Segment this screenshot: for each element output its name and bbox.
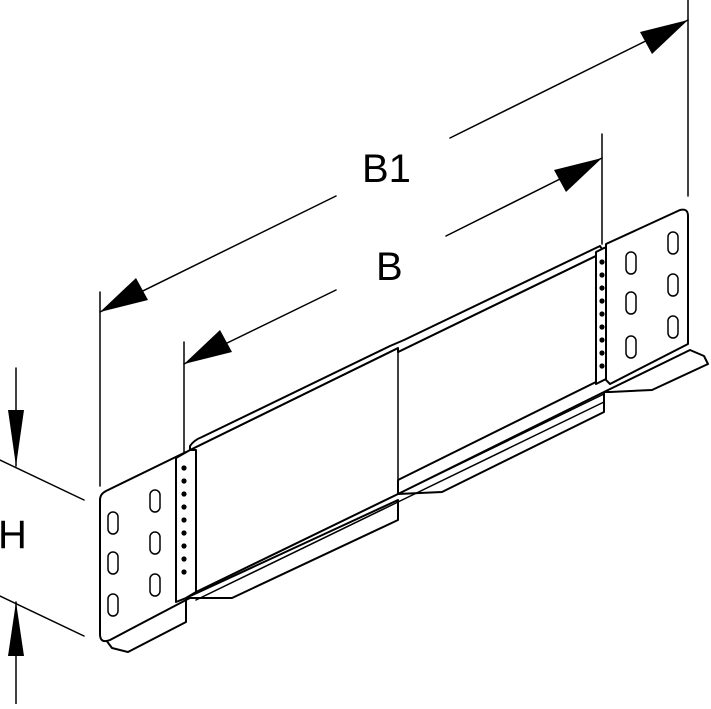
- perforation-hole: [181, 491, 187, 497]
- dimension-b: B: [183, 133, 603, 453]
- perforation-hole: [599, 337, 605, 343]
- perforation-hole: [181, 530, 187, 536]
- perforation-hole: [599, 259, 605, 265]
- perforation-hole: [599, 298, 605, 304]
- slot: [149, 489, 161, 513]
- perforation-hole: [599, 272, 605, 278]
- h-extension-line-bottom: [0, 595, 85, 637]
- right-plate-slots: [625, 231, 679, 359]
- b-arrow-right: [554, 158, 602, 192]
- slot: [625, 251, 637, 275]
- h-label: H: [0, 513, 27, 557]
- dimension-b1: B1: [99, 0, 689, 487]
- perforation-hole: [599, 311, 605, 317]
- left-end-plate: [99, 451, 187, 643]
- h-arrow-bottom: [8, 602, 24, 656]
- slot: [667, 315, 679, 339]
- b1-arrow-right: [640, 20, 688, 54]
- perforation-hole: [181, 556, 187, 562]
- slot: [149, 573, 161, 597]
- perforation-hole: [181, 478, 187, 484]
- slot: [149, 531, 161, 555]
- dimension-h: H: [0, 367, 85, 705]
- perforation-hole: [181, 465, 187, 471]
- slot: [625, 291, 637, 315]
- slot: [107, 551, 119, 575]
- left-inner-plate: [175, 449, 197, 603]
- perforation-hole: [181, 543, 187, 549]
- perforation-hole: [181, 504, 187, 510]
- perforation-hole: [599, 324, 605, 330]
- web-bottom-lip-2: [195, 401, 605, 601]
- perforation-hole: [599, 285, 605, 291]
- left-plate-slots: [107, 489, 161, 617]
- right-perforation-holes: [599, 259, 605, 369]
- perforation-hole: [181, 517, 187, 523]
- slot: [667, 273, 679, 297]
- reducer-plate: [99, 208, 709, 653]
- slot: [625, 335, 637, 359]
- h-arrow-top: [8, 410, 24, 466]
- b1-label: B1: [362, 147, 411, 191]
- perforation-hole: [181, 569, 187, 575]
- b1-arrow-left: [100, 278, 148, 312]
- perforation-hole: [599, 350, 605, 356]
- bottom-flange-right: [397, 349, 709, 495]
- slot: [107, 593, 119, 617]
- b-arrow-left: [184, 330, 232, 364]
- slot: [107, 511, 119, 535]
- b-label: B: [376, 245, 403, 289]
- slot: [667, 231, 679, 255]
- perforation-hole: [599, 363, 605, 369]
- h-extension-line-top: [0, 459, 85, 501]
- left-perforation-holes: [181, 465, 187, 575]
